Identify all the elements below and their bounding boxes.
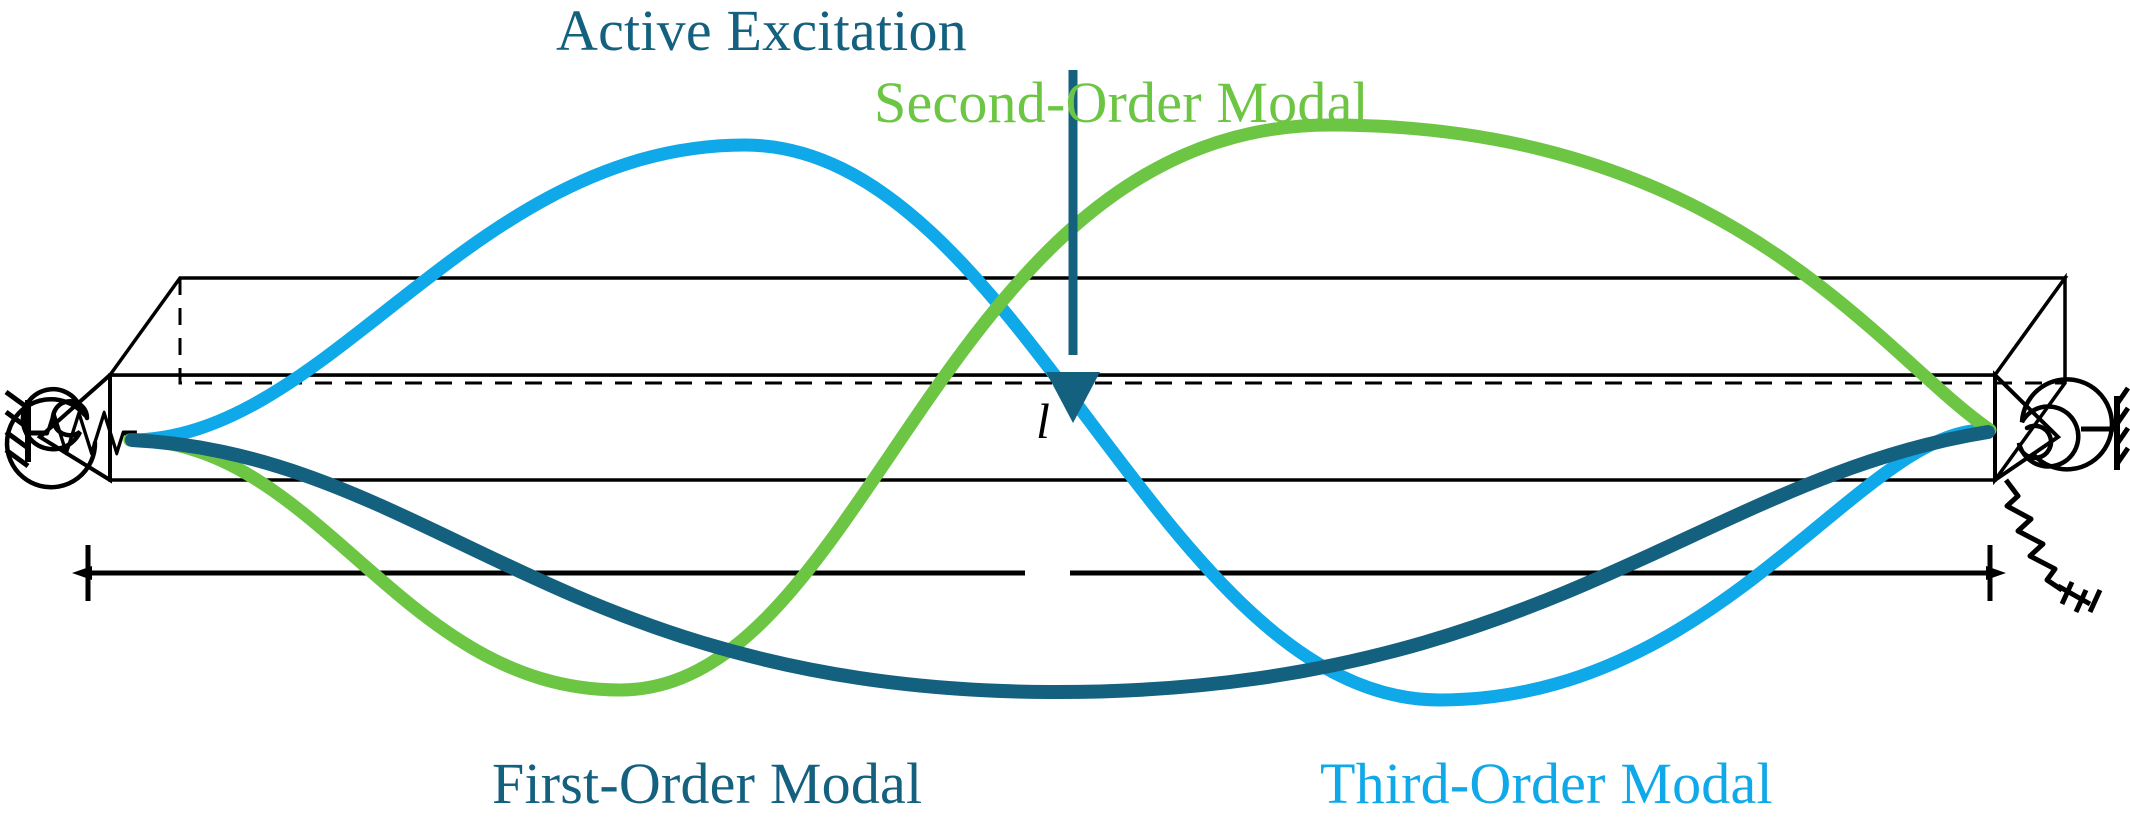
beam-hidden-edges: [178, 278, 2065, 385]
active-excitation-arrow: [1046, 70, 1100, 423]
right-pin-spiral-icon: [2016, 377, 2115, 472]
left-support: [4, 370, 137, 490]
excitation-arrow-head: [1046, 372, 1100, 423]
left-pin-spiral-icon: [4, 386, 98, 490]
mode-curve-second-order: [123, 118, 1997, 697]
length-dimension: [72, 545, 2006, 601]
right-wall-hatching: [2114, 386, 2130, 466]
label-second-order-modal: Second-Order Modal: [874, 70, 1369, 135]
left-wall-hatching: [4, 389, 30, 469]
right-inclined-spring: [2004, 478, 2064, 593]
label-active-excitation: Active Excitation: [556, 0, 967, 63]
mode-curve-first-order: [125, 425, 1995, 700]
left-spring-coil: [24, 410, 137, 456]
beam-body: [106, 272, 2069, 486]
label-third-order-modal: Third-Order Modal: [1320, 751, 1773, 816]
label-beam-length: l: [1036, 393, 1050, 449]
right-base-hatching: [2056, 580, 2103, 614]
label-first-order-modal: First-Order Modal: [492, 751, 923, 816]
beam-front-face: [108, 373, 1997, 482]
